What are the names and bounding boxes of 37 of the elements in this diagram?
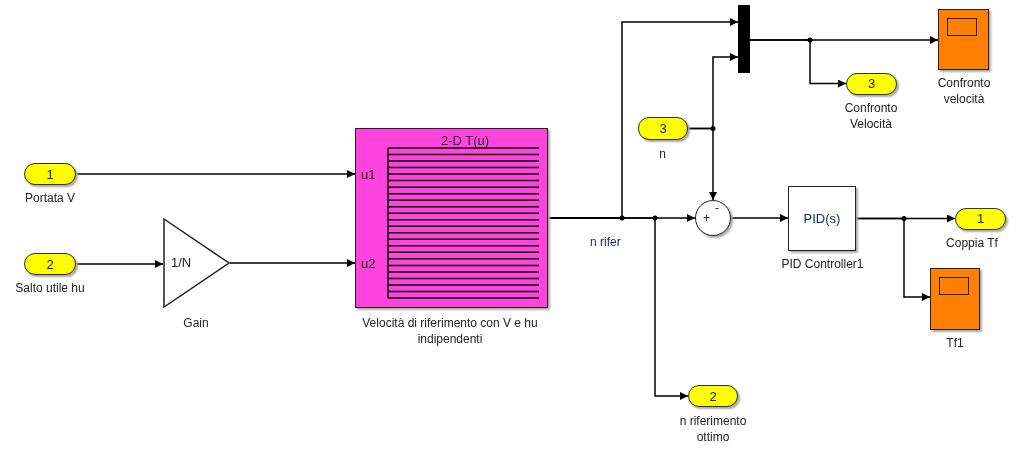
signal-arrow xyxy=(229,259,356,267)
block-label: Portata V xyxy=(24,190,76,207)
signal-arrow xyxy=(687,53,739,130)
mux-bar xyxy=(738,5,750,73)
sum-block xyxy=(695,200,731,236)
port-block: 3 xyxy=(846,72,897,95)
port-block: 3 xyxy=(638,117,688,140)
pid-block: PID(s) xyxy=(788,186,856,251)
signal-arrow xyxy=(75,170,356,178)
plus-sign: + xyxy=(703,211,710,225)
signal-arrow xyxy=(749,39,847,88)
gain-value: 1/N xyxy=(171,255,192,270)
port-block: 1 xyxy=(955,207,1006,230)
port-block: 2 xyxy=(24,253,76,275)
signal-arrow xyxy=(75,260,164,268)
signal-arrow xyxy=(547,217,689,400)
port-block: 2 xyxy=(688,385,738,407)
block-label: n riferimento ottimo xyxy=(678,413,748,446)
block-title: 2-D T(u) xyxy=(441,133,490,148)
block-label: Coppia Tf xyxy=(945,235,999,252)
block-label: Salto utile hu xyxy=(15,280,85,297)
signal-arrow xyxy=(855,217,931,301)
lookup-table-block xyxy=(355,128,548,308)
block-label: Gain xyxy=(182,315,210,332)
block-label: Velocità di riferimento con V e hu indipendenti xyxy=(361,315,539,348)
block-label: n xyxy=(658,146,667,163)
signal-arrow xyxy=(730,214,789,222)
block-label: PID Controller1 xyxy=(780,256,865,273)
block-label: Confronto velocità xyxy=(936,75,992,108)
port-block: 1 xyxy=(24,163,76,185)
scope-block xyxy=(938,9,989,70)
input-port-label: u1 xyxy=(361,167,376,182)
scope-block xyxy=(930,268,980,330)
block-label: Tf1 xyxy=(945,335,965,352)
input-port-label: u2 xyxy=(361,256,376,271)
minus-sign: - xyxy=(715,201,719,215)
block-label: Confronto Velocità xyxy=(843,100,899,133)
